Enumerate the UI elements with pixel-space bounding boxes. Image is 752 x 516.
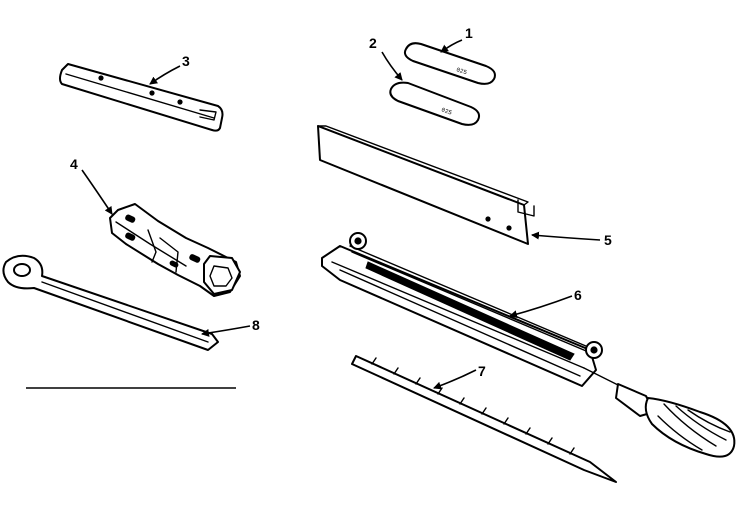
file-handle <box>583 367 736 458</box>
flat-wrench <box>59 63 224 132</box>
callout-3: 3 <box>182 53 190 69</box>
leader-5 <box>531 231 601 241</box>
gauge-stamp-1: 025 <box>455 66 468 76</box>
callout-6: 6 <box>574 287 582 303</box>
callout-4: 4 <box>70 156 78 172</box>
leader-3 <box>149 65 181 85</box>
callout-8: 8 <box>252 317 260 333</box>
leader-4 <box>81 169 113 215</box>
depth-gauge-2: 025 <box>389 81 481 126</box>
callout-7: 7 <box>478 363 486 379</box>
leader-7 <box>433 369 477 390</box>
leader-1 <box>440 39 463 53</box>
leader-8 <box>201 325 251 337</box>
callout-5: 5 <box>604 232 612 248</box>
callout-1: 1 <box>465 25 473 41</box>
leader-6 <box>509 295 573 319</box>
leader-2 <box>381 51 403 81</box>
gauge-stamp-2: 025 <box>440 106 453 116</box>
hex-socket-wrench <box>109 203 241 297</box>
callout-2: 2 <box>369 35 377 51</box>
guide-bar <box>317 125 535 245</box>
depth-gauge-1: 025 <box>403 42 496 85</box>
bar-wrench <box>2 254 219 351</box>
round-file <box>351 355 617 483</box>
file-guide-holder <box>321 232 603 387</box>
